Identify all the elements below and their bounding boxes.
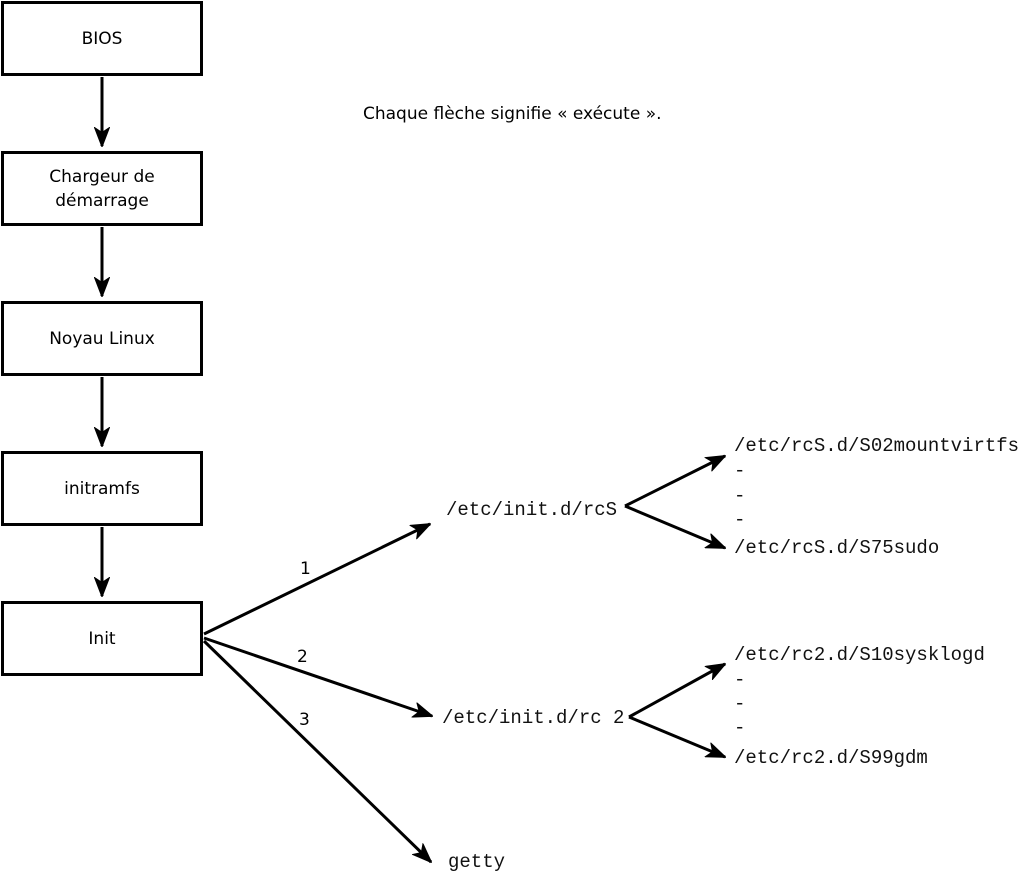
arrow-label-3: 3	[299, 710, 310, 730]
box-kernel: Noyau Linux	[1, 301, 203, 376]
script-s10sysklogd: /etc/rc2.d/S10sysklogd	[734, 644, 985, 666]
box-bios-label: BIOS	[81, 28, 123, 49]
box-init-label: Init	[88, 628, 116, 649]
box-bootloader-label: Chargeur de démarrage	[49, 166, 155, 211]
ellipsis-dash: -	[734, 693, 746, 715]
ellipsis-dash: -	[734, 485, 746, 507]
box-bootloader: Chargeur de démarrage	[1, 151, 203, 226]
box-bios: BIOS	[1, 1, 203, 76]
ellipsis-dash: -	[734, 669, 746, 691]
arrow-label-1: 1	[300, 559, 311, 579]
script-s99gdm: /etc/rc2.d/S99gdm	[734, 747, 928, 769]
script-s75sudo: /etc/rcS.d/S75sudo	[734, 537, 940, 559]
box-initramfs: initramfs	[1, 451, 203, 526]
target-getty: getty	[448, 851, 506, 873]
legend-text: Chaque flèche signifie « exécute ».	[363, 104, 662, 124]
target-init-rc2: /etc/init.d/rc 2	[442, 707, 625, 729]
ellipsis-dash: -	[734, 460, 746, 482]
arrow-label-2: 2	[297, 647, 308, 667]
box-kernel-label: Noyau Linux	[49, 328, 155, 349]
box-init: Init	[1, 601, 203, 676]
ellipsis-dash: -	[734, 509, 746, 531]
ellipsis-dash: -	[734, 717, 746, 739]
script-s02mountvirtfs: /etc/rcS.d/S02mountvirtfs	[734, 435, 1020, 457]
target-init-rcS: /etc/init.d/rcS	[446, 499, 618, 521]
box-initramfs-label: initramfs	[64, 478, 140, 499]
